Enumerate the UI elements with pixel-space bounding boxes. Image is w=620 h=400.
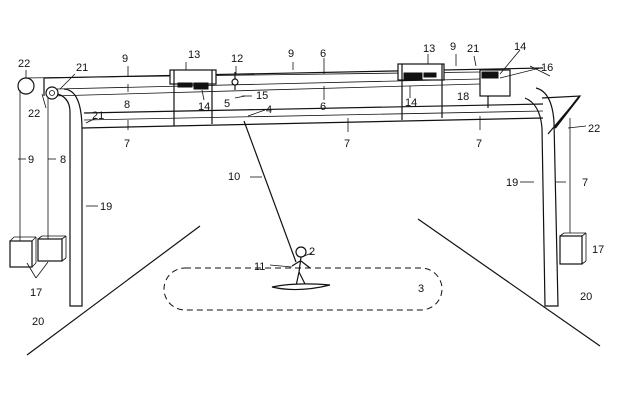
drive-house-16 [479,69,511,108]
label-14-left: 14 [198,101,210,113]
label-6-bottom: 6 [320,101,326,113]
label-17-right: 17 [592,244,604,256]
label-14-mid: 14 [405,97,417,109]
reference-numerals: 2 3 4 5 6 6 7 7 7 7 8 8 9 9 9 9 10 11 12… [18,41,604,328]
label-20-right: 20 [580,291,592,303]
water-course [163,267,443,311]
tow-rope [243,120,297,263]
label-19-left: 19 [100,201,112,213]
carriage-13-right [397,63,445,120]
skier [291,246,311,287]
pulley-21-hub [49,90,55,96]
label-7-drop: 7 [582,177,588,189]
main-beam-bottom [81,117,544,129]
label-22-right: 22 [588,123,600,135]
label-14-right: 14 [514,41,526,53]
label-13-left: 13 [188,49,200,61]
beam-face-edge-lower [83,110,544,121]
right-tower [524,87,559,307]
left-tower [53,88,83,307]
label-19-right: 19 [506,177,518,189]
leader-lines [18,49,587,279]
label-9-left: 9 [122,53,128,65]
label-5: 5 [224,98,230,110]
label-22-top: 22 [18,58,30,70]
label-21-left-beam: 21 [92,110,104,122]
pulley-21-left [45,86,59,100]
label-2: 2 [309,246,315,258]
label-6-top: 6 [320,48,326,60]
label-13-right: 13 [423,43,435,55]
label-3: 3 [418,283,424,295]
cable-8 [51,83,481,97]
label-16: 16 [541,62,553,74]
ground-line-right [417,218,601,347]
label-21-right: 21 [467,43,479,55]
counterweight-left-1 [9,236,37,268]
right-arm-brace [554,96,580,129]
label-22-left: 22 [28,108,40,120]
label-4: 4 [266,104,272,116]
counterweight-right [559,232,587,265]
label-7-left: 7 [124,138,130,150]
label-7-mid: 7 [344,138,350,150]
wakeboard [271,283,331,291]
label-8-beam: 8 [124,99,130,111]
ground-line-left [26,225,201,356]
beam-face-edge [83,103,544,114]
label-9-right: 9 [450,41,456,53]
carriage-13-left [169,69,217,126]
right-arm [541,95,582,135]
label-9-drop: 9 [28,154,34,166]
label-11: 11 [254,261,265,273]
label-17-left: 17 [30,287,42,299]
label-7-right: 7 [476,138,482,150]
label-9-mid: 9 [288,48,294,60]
label-20-left: 20 [32,316,44,328]
label-10: 10 [228,171,240,183]
label-8-drop: 8 [60,154,66,166]
counterweight-left-2 [37,235,67,262]
label-12: 12 [231,53,243,65]
cable-6 [56,78,481,90]
label-18: 18 [457,91,469,103]
trolley-pulley [231,78,239,86]
label-21-left-top: 21 [76,62,88,74]
label-15: 15 [256,90,268,102]
